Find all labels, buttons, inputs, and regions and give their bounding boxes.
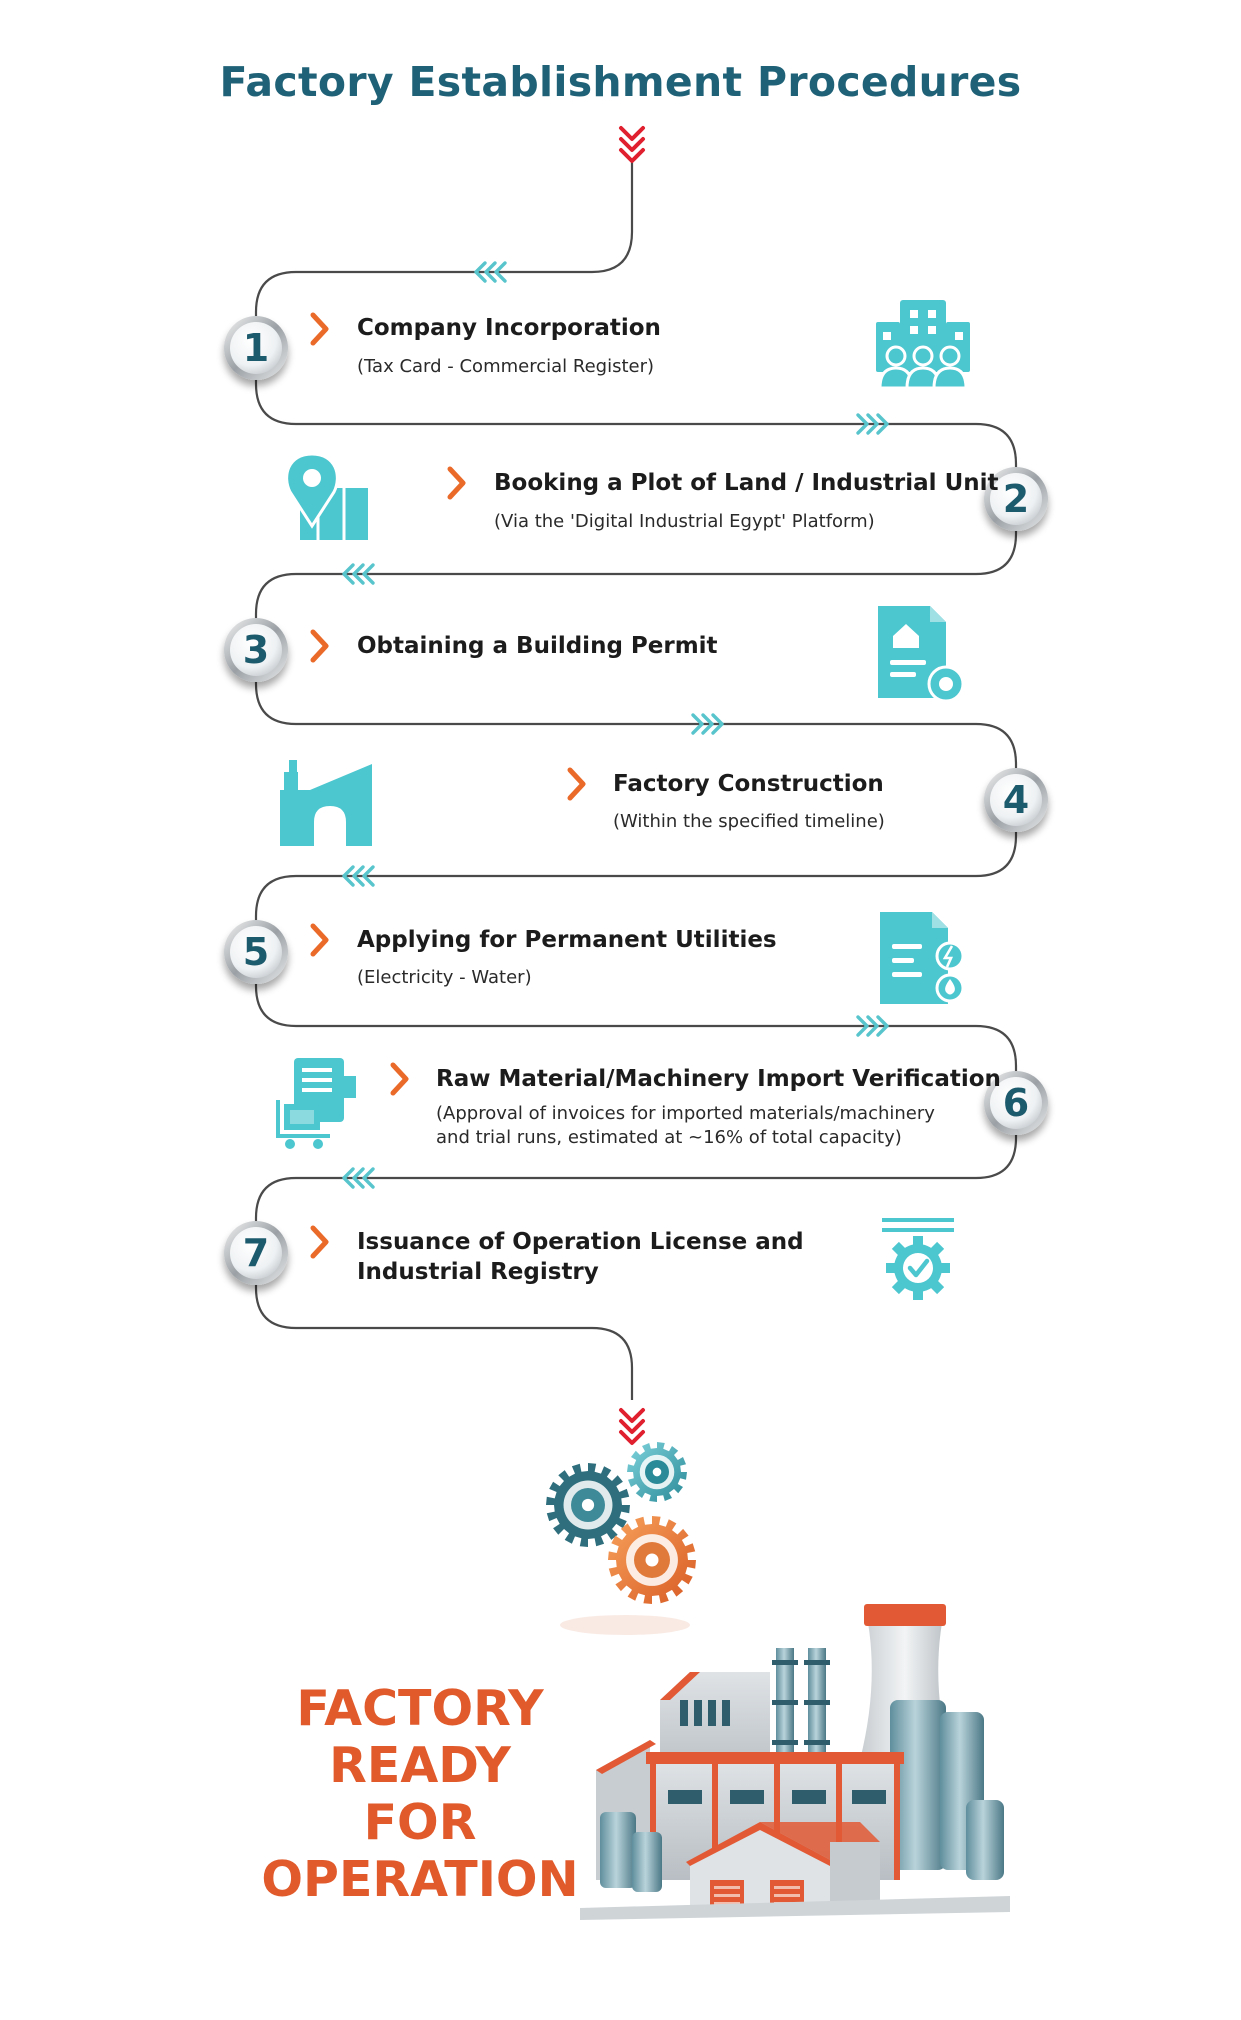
step-2-marker [447,466,466,500]
step-6-subtitle-line-1: (Approval of invoices for imported mater… [436,1103,935,1124]
top-down-chevrons-icon [619,126,645,163]
factory-building-icon [280,760,372,846]
step-1-number-badge: 1 [224,316,288,380]
bottom-down-chevrons-icon [619,1408,645,1445]
step-2-number: 2 [1003,477,1029,521]
step-4-title: Factory Construction [613,771,884,797]
step-6-number: 6 [1003,1081,1029,1125]
final-line-2: READY [329,1737,511,1794]
step-6-marker [390,1062,409,1096]
utilities-document-icon [880,912,965,1004]
machinery-cart-icon [276,1058,356,1149]
step-1-subtitle: (Tax Card - Commercial Register) [357,356,654,377]
step-2-number-badge: 2 [984,467,1048,531]
path-direction-chevrons [342,261,889,1189]
step-1-title: Company Incorporation [357,315,661,341]
step-3-title: Obtaining a Building Permit [357,633,718,659]
step-4-number-badge: 4 [984,768,1048,832]
step-6-title: Raw Material/Machinery Import Verificati… [436,1066,1001,1092]
final-line-1: FACTORY [296,1680,544,1737]
step-3-number-badge: 3 [224,618,288,682]
step-4-subtitle: (Within the specified timeline) [613,811,885,832]
final-status-text: FACTORY READY FOR OPERATION [230,1680,610,1908]
step-7-number-badge: 7 [224,1221,288,1285]
step-2-subtitle: (Via the 'Digital Industrial Egypt' Plat… [494,511,875,532]
step-2-title: Booking a Plot of Land / Industrial Unit [494,470,999,496]
step-5-title: Applying for Permanent Utilities [357,927,777,953]
company-team-building-icon [876,300,970,390]
gears-illustration [546,1442,696,1635]
step-4-marker [567,767,586,801]
map-location-pin-icon [285,452,368,540]
step-7-title-line-2: Industrial Registry [357,1259,599,1285]
page-title: Factory Establishment Procedures [219,58,1022,106]
step-6-number-badge: 6 [984,1071,1048,1135]
step-7-marker [310,1225,329,1259]
step-3-marker [310,629,329,663]
step-7-title-line-1: Issuance of Operation License and [357,1229,804,1255]
license-gear-check-icon [882,1218,954,1300]
step-6-subtitle-line-2: and trial runs, estimated at ~16% of tot… [436,1127,902,1148]
step-5-subtitle: (Electricity - Water) [357,967,532,988]
step-3-number: 3 [243,628,269,672]
step-markers [310,312,586,1259]
step-4-number: 4 [1003,778,1029,822]
step-1-marker [310,312,329,346]
step-5-number-badge: 5 [224,920,288,984]
factory-illustration [580,1604,1010,1920]
step-1-number: 1 [243,326,269,370]
step-7-number: 7 [243,1231,269,1275]
step-5-number: 5 [243,930,269,974]
step-5-marker [310,923,329,957]
final-line-4: OPERATION [261,1851,579,1908]
permit-document-gear-icon [878,606,965,703]
final-line-3: FOR [363,1794,477,1851]
